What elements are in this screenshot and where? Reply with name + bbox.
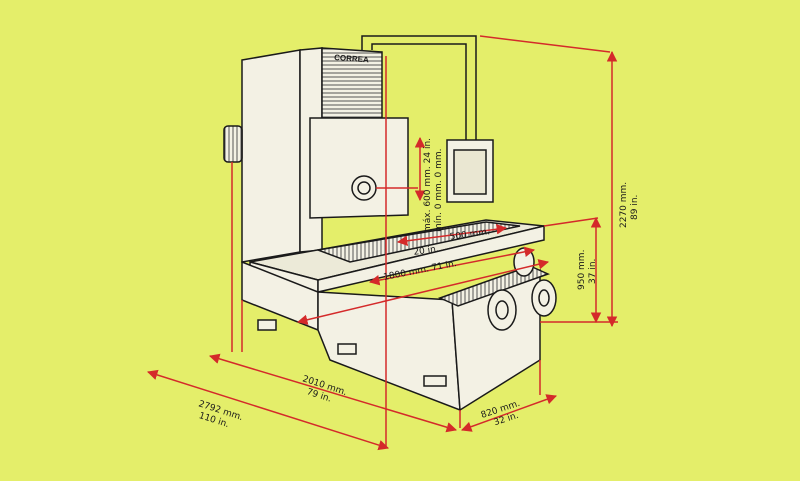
pendant-arm (361, 35, 477, 140)
spindle-circle-inner (357, 181, 371, 195)
overall-travel-line (296, 259, 550, 325)
front-handwheel-2-hub (538, 289, 550, 307)
front-handwheel-1-hub (495, 300, 509, 320)
pendant-arm-inner (371, 43, 467, 140)
spindle-head (309, 117, 409, 219)
base-slot-3 (423, 375, 447, 387)
base-slot-2 (337, 343, 357, 355)
cross-travel-line (396, 224, 508, 246)
vertical-travel-max: máx. 600 mm. 24 in. (423, 138, 433, 232)
column-side-panel (241, 49, 301, 263)
handwheel-left (223, 125, 243, 163)
control-pendant-screen (453, 149, 487, 195)
cross-travel-in: 20 in. (413, 244, 440, 257)
base-length-line (208, 353, 458, 433)
base-slot-1 (257, 319, 277, 331)
overall-length-line (146, 369, 390, 451)
machine-body (223, 35, 557, 412)
brand-label: CORREA (334, 53, 369, 64)
dimension-lines (146, 35, 618, 451)
base-width-line (461, 394, 557, 432)
overall-height-mm: 2270 mm. (619, 182, 629, 228)
overall-height-in: 89 in. (630, 195, 640, 220)
table-height-in: 37 in. (588, 259, 598, 284)
table-height-mm: 950 mm. (577, 250, 587, 290)
vertical-travel-min: mín. 0 mm. 0 mm. (434, 148, 444, 232)
